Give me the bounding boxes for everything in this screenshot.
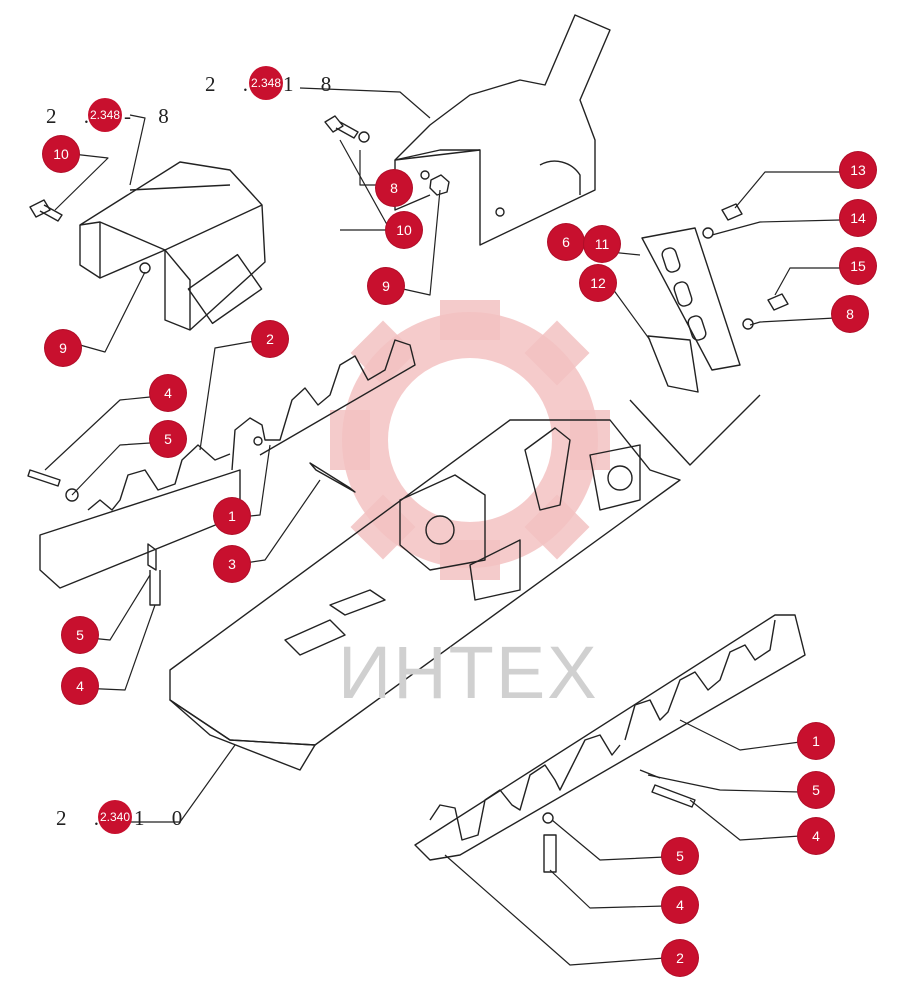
callout-part-4[interactable]: 4 xyxy=(62,668,98,704)
callout-part-1[interactable]: 1 xyxy=(214,498,250,534)
reference-suffix: 1 8 xyxy=(283,72,343,96)
callout-part-8[interactable]: 8 xyxy=(376,170,412,206)
reference-prefix: 2 . xyxy=(46,104,100,128)
callout-part-9[interactable]: 9 xyxy=(368,268,404,304)
callout-part-14[interactable]: 14 xyxy=(840,200,876,236)
callout-part-12[interactable]: 12 xyxy=(580,265,616,301)
main-frame xyxy=(169,394,761,771)
callout-part-15[interactable]: 15 xyxy=(840,248,876,284)
callout-part-2[interactable]: 2 xyxy=(662,940,698,976)
callout-part-6[interactable]: 6 xyxy=(548,224,584,260)
reference-bubble[interactable]: 2.340 xyxy=(98,800,132,834)
nut-center xyxy=(429,174,450,196)
reference-bubble[interactable]: 2.348 xyxy=(249,66,283,100)
bolt-center xyxy=(324,115,370,143)
callout-part-5[interactable]: 5 xyxy=(150,421,186,457)
reference-prefix: 2 . xyxy=(205,72,259,96)
bolt-right-13 xyxy=(702,203,743,239)
callout-part-10[interactable]: 10 xyxy=(386,212,422,248)
callout-part-5[interactable]: 5 xyxy=(662,838,698,874)
reference-bubble[interactable]: 2.348 xyxy=(88,98,122,132)
reference-top-center: 2 . 2.348 1 8 xyxy=(205,66,331,100)
reference-prefix: 2 . xyxy=(56,806,110,830)
callout-part-5[interactable]: 5 xyxy=(62,617,98,653)
watermark-text: ИНТЕХ xyxy=(338,631,599,714)
reference-suffix: - 8 xyxy=(124,104,180,128)
right-track-guide xyxy=(414,614,806,873)
left-cover xyxy=(79,161,266,331)
callout-part-2[interactable]: 2 xyxy=(252,321,288,357)
callout-part-9[interactable]: 9 xyxy=(45,330,81,366)
callout-part-13[interactable]: 13 xyxy=(840,152,876,188)
callout-part-4[interactable]: 4 xyxy=(662,887,698,923)
callout-part-8[interactable]: 8 xyxy=(832,296,868,332)
callout-part-4[interactable]: 4 xyxy=(150,375,186,411)
callout-part-11[interactable]: 11 xyxy=(584,226,620,262)
callout-part-10[interactable]: 10 xyxy=(43,136,79,172)
bolt-right-15 xyxy=(742,293,789,330)
bolt-left xyxy=(29,199,63,222)
reference-bottom: 2 . 2.340 1 0 xyxy=(56,800,182,834)
right-plate xyxy=(641,227,741,393)
center-bracket xyxy=(394,14,611,246)
callout-part-5[interactable]: 5 xyxy=(798,772,834,808)
callout-part-1[interactable]: 1 xyxy=(798,723,834,759)
callout-part-3[interactable]: 3 xyxy=(214,546,250,582)
reference-top-left: 2 . 2.348 - 8 xyxy=(46,98,169,132)
reference-suffix: 1 0 xyxy=(134,806,194,830)
callout-part-4[interactable]: 4 xyxy=(798,818,834,854)
